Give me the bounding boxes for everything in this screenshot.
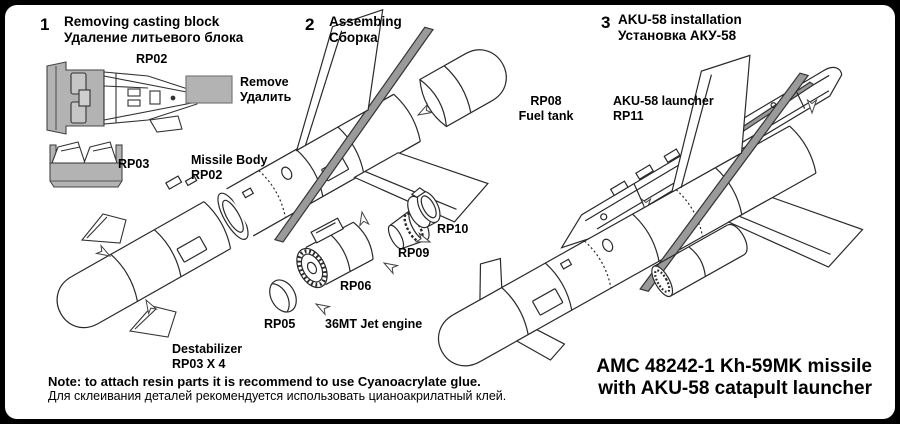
step-2-number: 2	[305, 15, 315, 34]
glue-note-en: Note: to attach resin parts it is recomm…	[48, 374, 481, 389]
destabilizer-label: Destabilizer RP03 X 4	[172, 342, 243, 371]
step-2-header: Assembing Сборка	[329, 14, 402, 45]
glue-note: Note: to attach resin parts it is recomm…	[48, 374, 506, 404]
step-2-title-ru: Сборка	[329, 29, 378, 45]
rp05-drawing	[269, 279, 297, 313]
step-3-number: 3	[601, 13, 611, 32]
assembled-missile-drawing	[437, 54, 864, 367]
glue-note-ru: Для склеивания деталей рекомендуется исп…	[48, 389, 507, 403]
fuel-tank-label: RP08 Fuel tank	[518, 94, 574, 123]
step-1-number: 1	[40, 15, 50, 34]
aku-launcher-label: AKU-58 launcher RP11	[613, 94, 714, 123]
rp10-label: RP10	[437, 222, 469, 236]
remove-swatch	[185, 75, 233, 104]
remove-legend-label: Remove Удалить	[240, 75, 292, 104]
rp06-label: RP06	[340, 279, 372, 293]
step-3-header: AKU-58 installation Установка АКУ-58	[618, 12, 742, 43]
step-2-title-en: Assembing	[329, 14, 402, 29]
rp03-label: RP03	[118, 157, 150, 171]
jet-engine-label: 36MT Jet engine	[325, 317, 423, 331]
rp09-label: RP09	[398, 246, 430, 260]
rp03-part-drawing	[49, 141, 123, 188]
step-3-title-ru: Установка АКУ-58	[618, 27, 737, 43]
destabilizer-fin-drawing	[80, 213, 177, 338]
rp06-engine-drawing	[296, 217, 374, 289]
casting-block-drawing	[46, 61, 198, 135]
step-1-header: Removing casting block Удаление литьевог…	[64, 14, 243, 45]
rp10-drawing	[407, 187, 441, 229]
fuel-tank-drawing	[415, 49, 507, 128]
step-1-title-ru: Удаление литьевого блока	[64, 29, 244, 45]
step-1-title-en: Removing casting block	[64, 14, 220, 29]
step-3-title-en: AKU-58 installation	[618, 12, 742, 27]
missile-body-label: Missile Body RP02	[191, 153, 268, 182]
kit-title: AMC 48242-1 Kh-59MK missile with AKU-58 …	[596, 356, 872, 399]
rp05-label: RP05	[264, 317, 296, 331]
rp02-label: RP02	[136, 52, 168, 66]
missile-body-drawing	[56, 8, 489, 329]
